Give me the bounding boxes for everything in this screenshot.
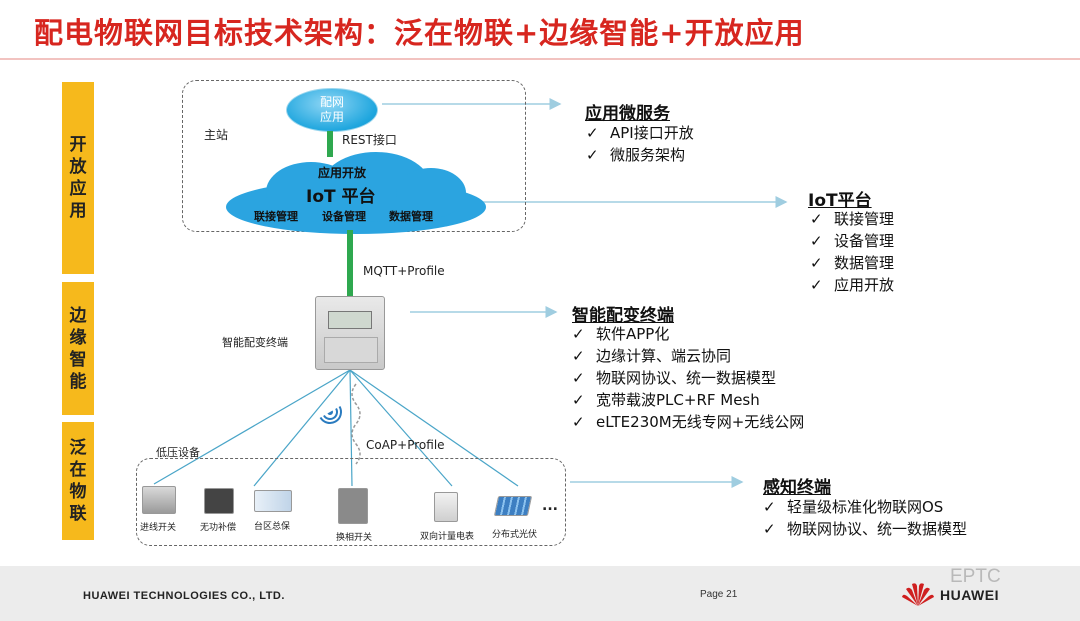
- rest-interface-label: REST接口: [342, 133, 397, 147]
- coap-label: CoAP+Profile: [366, 438, 445, 452]
- layer-ubiquitous-iot: 泛 在 物 联: [62, 422, 94, 540]
- app-microservice-list: API接口开放 微服务架构: [586, 122, 694, 166]
- list-item: 软件APP化: [572, 323, 804, 345]
- list-item: 联接管理: [810, 208, 894, 230]
- watermark: EPTC: [950, 566, 1001, 587]
- sensing-terminal-heading: 感知终端: [763, 478, 831, 498]
- reactive-compensation-image: [204, 488, 234, 514]
- layer-char: 物: [69, 482, 87, 502]
- low-voltage-box: [136, 458, 566, 546]
- list-item: eLTE230M无线专网+无线公网: [572, 411, 804, 433]
- device-label: 无功补偿: [200, 523, 237, 533]
- cloud-item: 设备管理: [322, 210, 366, 223]
- iot-platform-list: 联接管理 设备管理 数据管理 应用开放: [810, 208, 894, 296]
- device-label: 台区总保: [254, 522, 291, 532]
- layer-char: 缘: [69, 327, 87, 348]
- device-label: 双向计量电表: [420, 532, 475, 542]
- huawei-wordmark: HUAWEI: [940, 587, 999, 603]
- distribution-app-node: 配网 应用: [286, 88, 378, 132]
- rest-link: [327, 131, 333, 157]
- list-item: 应用开放: [810, 274, 894, 296]
- cloud-open-label: 应用开放: [318, 166, 367, 180]
- list-item: 边缘计算、端云协同: [572, 345, 804, 367]
- page-title: 配电物联网目标技术架构：泛在物联+边缘智能+开放应用: [34, 16, 805, 50]
- app-microservice-heading: 应用微服务: [585, 104, 670, 124]
- cloud-item: 联接管理: [254, 210, 298, 223]
- wireless-icon: [319, 406, 342, 424]
- cloud-puff: [396, 168, 466, 218]
- terminal-label: 智能配变终端: [222, 336, 288, 349]
- smart-terminal-list: 软件APP化 边缘计算、端云协同 物联网协议、统一数据模型 宽带载波PLC+RF…: [572, 323, 804, 433]
- master-station-label: 主站: [204, 128, 229, 142]
- incoming-switch-image: [142, 486, 176, 514]
- device-label: 分布式光伏: [492, 530, 538, 540]
- solar-pv-image: [493, 496, 533, 516]
- low-voltage-label: 低压设备: [156, 446, 200, 459]
- link-line: [349, 369, 353, 487]
- device-label: 换相开关: [336, 533, 373, 543]
- iot-platform-heading: IoT平台: [808, 191, 872, 211]
- mqtt-link: [347, 230, 353, 296]
- list-item: 宽带载波PLC+RF Mesh: [572, 389, 804, 411]
- app-node-line: 应用: [319, 110, 344, 124]
- area-protector-image: [254, 490, 292, 512]
- link-line: [253, 369, 351, 487]
- layer-char: 联: [69, 504, 87, 524]
- layer-char: 边: [69, 305, 87, 326]
- layer-edge-intelligence: 边 缘 智 能: [62, 282, 94, 415]
- link-line: [349, 369, 519, 487]
- list-item: 微服务架构: [586, 144, 694, 166]
- phase-switch-image: [338, 488, 368, 524]
- layer-char: 开: [69, 135, 87, 155]
- layer-char: 在: [69, 460, 87, 480]
- link-line: [153, 369, 351, 485]
- list-item: 物联网协议、统一数据模型: [572, 367, 804, 389]
- list-item: API接口开放: [586, 122, 694, 144]
- huawei-logo-icon: [902, 583, 934, 606]
- page-number: Page 21: [700, 589, 738, 600]
- device-label: 进线开关: [140, 523, 177, 533]
- iot-platform-cloud: 应用开放 IoT 平台 联接管理 设备管理 数据管理: [226, 152, 486, 234]
- list-item: 数据管理: [810, 252, 894, 274]
- list-item: 设备管理: [810, 230, 894, 252]
- smart-distribution-terminal: [315, 296, 385, 370]
- plc-wave: [351, 383, 361, 465]
- layer-char: 放: [69, 157, 87, 177]
- terminal-plate: [324, 337, 378, 363]
- app-node-line: 配网: [319, 95, 344, 109]
- layer-char: 能: [69, 371, 87, 392]
- layer-char: 应: [69, 179, 87, 199]
- mqtt-label: MQTT+Profile: [363, 264, 445, 278]
- layer-char: 泛: [69, 438, 87, 458]
- layer-open-application: 开 放 应 用: [62, 82, 94, 274]
- smart-terminal-heading: 智能配变终端: [572, 306, 674, 326]
- link-line: [349, 369, 453, 487]
- title-divider: [0, 58, 1080, 60]
- terminal-screen: [328, 311, 372, 329]
- layer-char: 智: [69, 349, 87, 370]
- more-devices-ellipsis: ...: [542, 498, 558, 514]
- footer-band: [0, 566, 1080, 621]
- cloud-item: 数据管理: [389, 210, 433, 223]
- sensing-terminal-list: 轻量级标准化物联网OS 物联网协议、统一数据模型: [763, 496, 967, 540]
- list-item: 物联网协议、统一数据模型: [763, 518, 967, 540]
- layer-char: 用: [69, 201, 87, 221]
- list-item: 轻量级标准化物联网OS: [763, 496, 967, 518]
- cloud-title: IoT 平台: [306, 187, 376, 207]
- footer-company: HUAWEI TECHNOLOGIES CO., LTD.: [83, 590, 285, 602]
- bidirectional-meter-image: [434, 492, 458, 522]
